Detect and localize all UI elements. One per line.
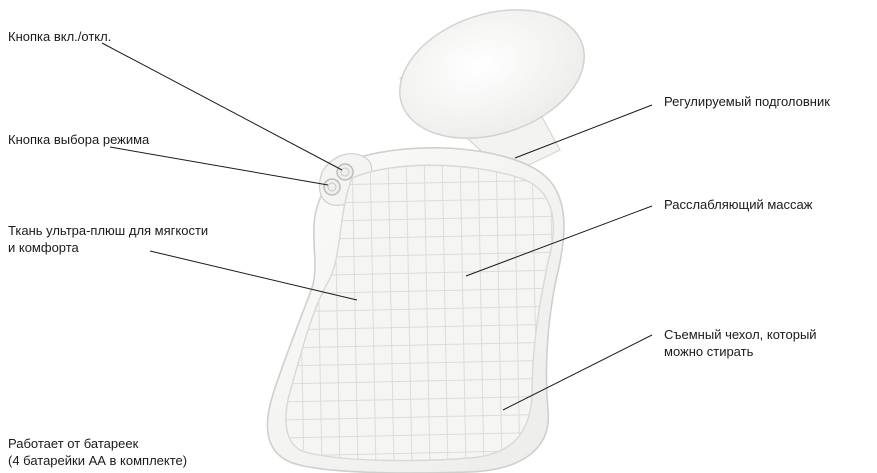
- power-button[interactable]: [337, 164, 353, 180]
- mode-button[interactable]: [324, 179, 340, 195]
- label-power-button: Кнопка вкл./откл.: [8, 28, 111, 45]
- label-battery: Работает от батареек (4 батарейки АА в к…: [8, 435, 187, 469]
- leader-line-power: [102, 43, 342, 170]
- label-massage: Расслабляющий массаж: [664, 196, 812, 213]
- leader-line-mode: [110, 147, 328, 185]
- label-fabric: Ткань ультра-плюш для мягкости и комфорт…: [8, 222, 208, 256]
- label-headrest: Регулируемый подголовник: [664, 93, 830, 110]
- label-cover: Съемный чехол, который можно стирать: [664, 326, 817, 360]
- headrest-pillow: [383, 0, 601, 160]
- label-mode-button: Кнопка выбора режима: [8, 131, 149, 148]
